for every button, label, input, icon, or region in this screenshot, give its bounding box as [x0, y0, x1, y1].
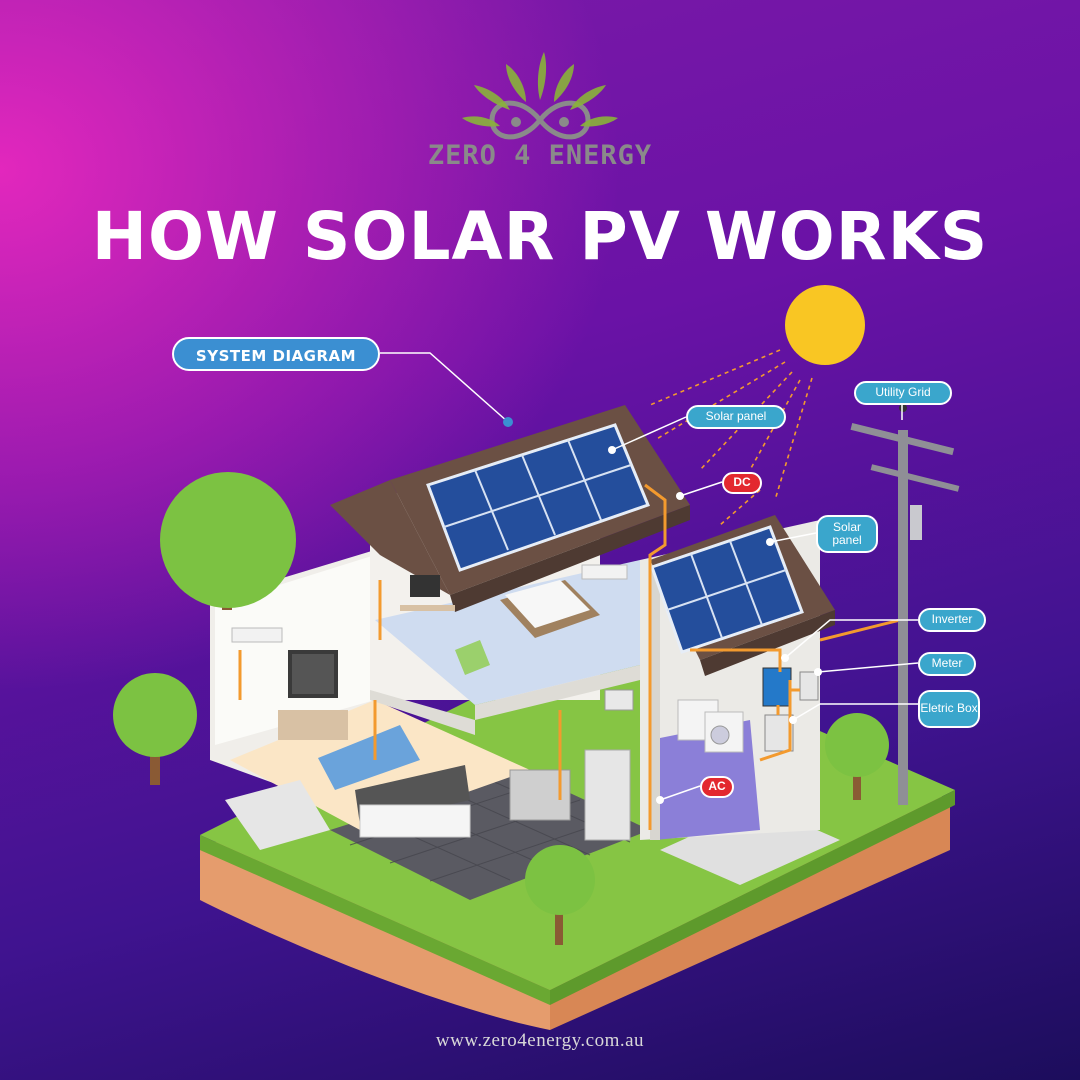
- footer-url[interactable]: www.zero4energy.com.au: [435, 1030, 645, 1051]
- system-diagram-label: SYSTEM DIAGRAM: [172, 337, 380, 371]
- solar-panel-main: [426, 423, 650, 572]
- infinity-leaf-logo-icon: [462, 52, 618, 140]
- interior-furniture: [225, 564, 819, 850]
- callout-dc: DC: [722, 472, 762, 494]
- tree-icon: [113, 472, 889, 945]
- callout-ac: AC: [700, 776, 734, 798]
- callout-meter: Meter: [918, 652, 976, 676]
- callout-solar-panel-side: Solar panel: [816, 515, 878, 553]
- callout-inverter: Inverter: [918, 608, 986, 632]
- callout-electric-box: Eletric Box: [918, 690, 980, 728]
- utility-pole-icon: [850, 404, 960, 805]
- solar-panel-side: [650, 525, 804, 654]
- sun-icon: [785, 285, 865, 365]
- page-title: HOW SOLAR PV WORKS: [91, 198, 989, 275]
- callout-utility-grid: Utility Grid: [854, 381, 952, 405]
- callout-solar-panel-top: Solar panel: [686, 405, 786, 429]
- brand-name: ZERO 4 ENERGY: [427, 140, 653, 171]
